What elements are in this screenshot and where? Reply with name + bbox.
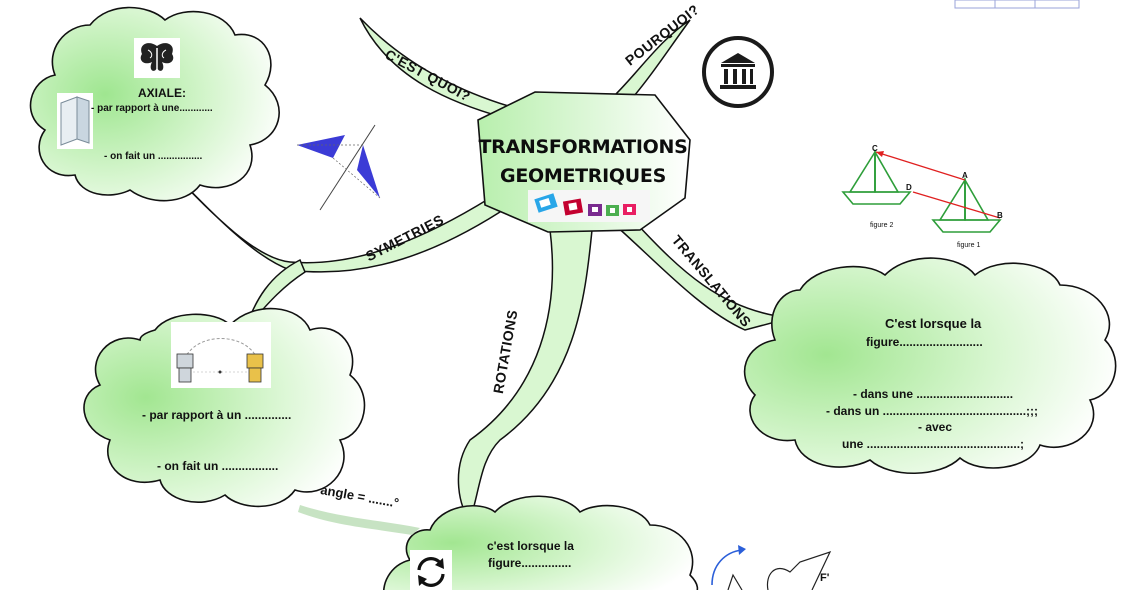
rotation-line1: c'est lorsque la: [487, 539, 574, 553]
table-fragment: [954, 0, 1080, 9]
axiale-line2: - on fait un ................: [104, 151, 203, 162]
colored-squares-icon: [528, 190, 650, 222]
branch-rotations: [457, 229, 593, 522]
label-B: B: [997, 211, 1003, 220]
translation-line5: - avec: [918, 420, 953, 434]
translation-figure: [838, 140, 1013, 255]
rotation-line2: figure...............: [488, 556, 572, 570]
axiale-line1: - par rapport à une............: [91, 103, 213, 114]
centrale-line2: - on fait un .................: [157, 459, 279, 473]
rotation-cloud: [383, 495, 699, 590]
branch-shapes: [149, 17, 791, 522]
label-figure2: figure 2: [870, 222, 894, 229]
label-C: C: [872, 144, 878, 153]
rotate-arrows-icon: [410, 550, 452, 590]
centrale-cloud: [83, 307, 366, 508]
angle-swoosh: [298, 505, 420, 535]
translation-line4: - dans un ..............................…: [826, 404, 1039, 418]
robot-figure: [171, 322, 271, 388]
label-D: D: [906, 183, 912, 192]
symmetry-figure: [285, 120, 385, 215]
translation-line2: figure.........................: [866, 335, 983, 349]
book-icon: [57, 93, 93, 149]
axiale-cloud: [29, 6, 280, 202]
center-title-line1: TRANSFORMATIONS: [478, 136, 688, 158]
axiale-title: AXIALE:: [138, 86, 186, 100]
center-title: TRANSFORMATIONS GEOMETRIQUES: [478, 133, 688, 191]
translation-line6: une ....................................…: [842, 437, 1025, 451]
label-figure1: figure 1: [957, 242, 981, 249]
translation-line3: - dans une .............................: [853, 387, 1014, 401]
museum-icon: [702, 36, 774, 108]
label-F-prime: F': [820, 572, 830, 584]
branch-quoi: [359, 17, 517, 119]
butterfly-icon: [134, 38, 180, 78]
center-title-line2: GEOMETRIQUES: [500, 165, 666, 187]
rotation-figure: [711, 545, 832, 590]
translation-line1: C'est lorsque la: [885, 316, 982, 331]
centrale-line1: - par rapport à un ..............: [142, 408, 292, 422]
label-A: A: [962, 171, 968, 180]
translation-cloud: [743, 257, 1117, 475]
